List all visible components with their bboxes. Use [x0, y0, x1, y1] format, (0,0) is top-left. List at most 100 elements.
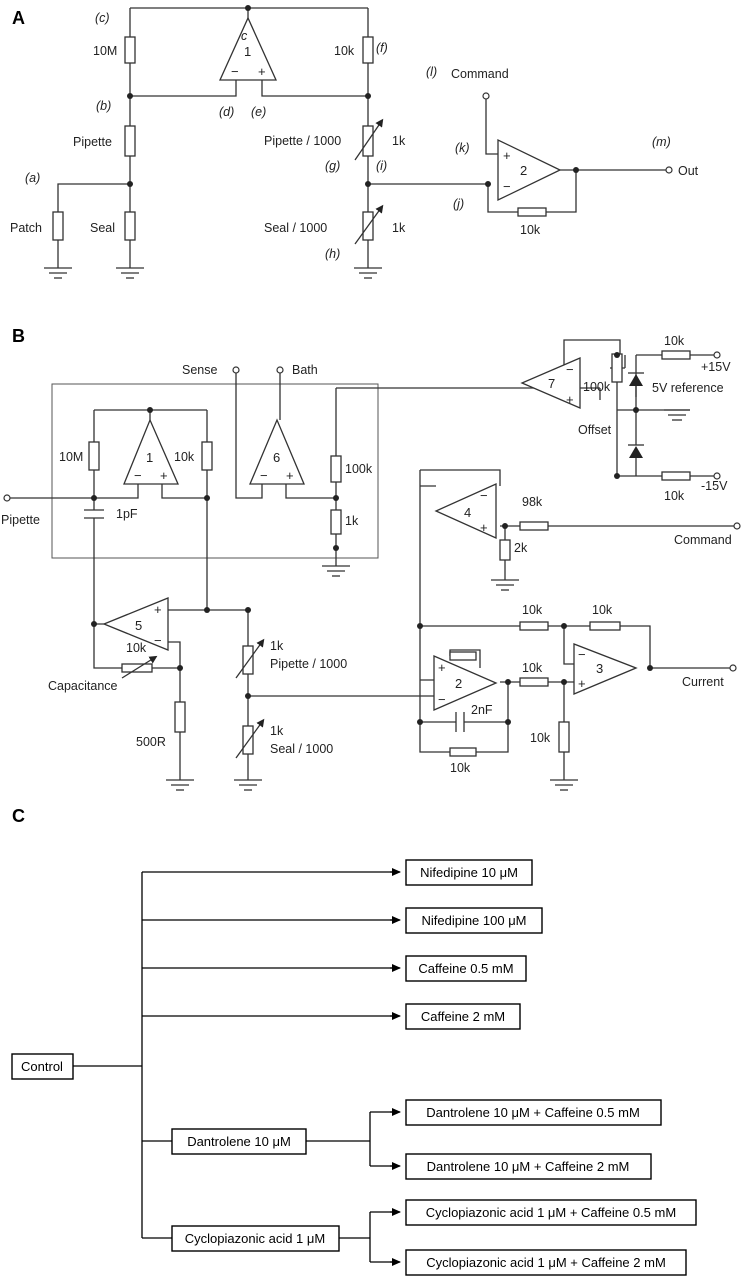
op-amp-b2 — [433, 655, 498, 711]
label-1k-b: 1k — [392, 221, 406, 235]
node-control-label: Control — [21, 1059, 63, 1074]
label-b-10k-e: 10k — [450, 761, 471, 775]
resistor-patch — [52, 211, 64, 241]
label-b-2k: 2k — [514, 541, 528, 555]
op-amp-a2-minus: − — [503, 179, 511, 194]
label-sense: Sense — [182, 363, 217, 377]
op-amp-a1 — [218, 16, 278, 81]
out-terminal-a — [665, 166, 673, 174]
node-caffeine-2-label: Caffeine 2 mM — [421, 1009, 505, 1024]
resistor-seal — [124, 211, 136, 241]
label-10k-top: 10k — [334, 44, 355, 58]
label-bath: Bath — [292, 363, 318, 377]
op-amp-b2-plus: + — [438, 660, 446, 675]
resistor-b-seal — [242, 725, 254, 755]
panel-c-letter: C — [12, 806, 25, 826]
node-dantrolene-caffeine-05 — [405, 1099, 662, 1126]
label-b-10m: 10M — [59, 450, 83, 464]
label-b-100k: 100k — [345, 462, 373, 476]
bath-terminal — [276, 366, 284, 374]
resistor-b-100k — [330, 455, 342, 483]
node-nifedipine-100 — [405, 907, 543, 934]
node-h: (h) — [325, 247, 340, 261]
node-m: (m) — [652, 135, 671, 149]
op-amp-b1-minus: − — [134, 468, 142, 483]
label-b-plus15v: +15V — [701, 360, 731, 374]
node-j: (j) — [453, 197, 464, 211]
op-amp-b7 — [520, 357, 581, 409]
resistor-pipette — [124, 125, 136, 157]
resistor-b-10m — [88, 441, 100, 471]
label-b-10k-a: 10k — [522, 603, 543, 617]
junctions-a — [127, 5, 579, 187]
resistor-b-10k-b — [589, 621, 621, 631]
node-dantrolene-label: Dantrolene 10 μM — [187, 1134, 291, 1149]
label-10m: 10M — [93, 44, 117, 58]
label-b-10k-bottom: 10k — [664, 489, 685, 503]
op-amp-b6-plus: + — [286, 468, 294, 483]
panel-b-wires — [10, 339, 734, 780]
op-amp-b5-minus: − — [154, 633, 162, 648]
resistor-b-pipette — [242, 645, 254, 675]
panel-a: A 1 − + 2 + − — [10, 5, 699, 279]
op-amp-b4-minus: − — [480, 488, 488, 503]
op-amp-a2-plus: + — [503, 148, 511, 163]
op-amp-b7-minus: − — [566, 362, 574, 377]
node-nifedipine-10 — [405, 859, 533, 886]
label-b-10k: 10k — [174, 450, 195, 464]
op-amp-b4-number: 4 — [464, 505, 471, 520]
node-dantrolene-caffeine-2 — [405, 1153, 652, 1180]
node-cyclopiazonic-label: Cyclopiazonic acid 1 μM — [185, 1231, 325, 1246]
label-pipette-1000: Pipette / 1000 — [264, 134, 341, 148]
panel-a-letter: A — [12, 8, 25, 28]
panel-b: B — [1, 326, 741, 791]
resistor-10k-feedback — [517, 207, 547, 217]
ground-symbols-b — [166, 409, 690, 791]
node-g: (g) — [325, 159, 340, 173]
tree-connectors — [73, 871, 398, 1263]
label-b-offset-pot: 100k — [583, 380, 611, 394]
label-b-pipette: Pipette — [1, 513, 40, 527]
label-b-2nf: 2nF — [471, 703, 493, 717]
command-terminal-a — [482, 92, 490, 100]
label-b-10k-b: 10k — [592, 603, 613, 617]
node-cyclopiazonic-caffeine-05-label: Cyclopiazonic acid 1 μM + Caffeine 0.5 m… — [426, 1205, 676, 1220]
node-cyclopiazonic-caffeine-2 — [405, 1249, 687, 1276]
resistor-b-10k-e — [449, 747, 477, 757]
resistor-b-500r — [174, 701, 186, 733]
node-dantrolene — [171, 1128, 307, 1155]
op-amp-b2-minus: − — [438, 692, 446, 707]
node-d: (d) — [219, 105, 234, 119]
variable-arrow-pipette — [354, 118, 384, 161]
op-amp-b3 — [573, 643, 638, 695]
variable-arrow-b-seal — [235, 718, 265, 759]
node-c: (c) — [95, 11, 110, 25]
op-amp-a2-number: 2 — [520, 163, 527, 178]
op-amp-b3-number: 3 — [596, 661, 603, 676]
label-b-minus15v: -15V — [701, 479, 728, 493]
trim-pot-amp2 — [449, 651, 477, 661]
ground-symbols-a — [44, 267, 382, 279]
op-amp-a1-minus: − — [231, 64, 239, 79]
node-e: (e) — [251, 105, 266, 119]
label-seal-1000: Seal / 1000 — [264, 221, 327, 235]
node-i: (i) — [376, 159, 387, 173]
resistor-b-10k-c — [519, 677, 549, 687]
label-b-pip-1k: 1k — [270, 639, 284, 653]
zener-diodes — [628, 372, 644, 476]
op-amp-a1-number: 1 — [244, 44, 251, 59]
op-amp-b3-minus: − — [578, 647, 586, 662]
op-amp-b5-number: 5 — [135, 618, 142, 633]
op-amp-b4-plus: + — [480, 520, 488, 535]
node-nifedipine-10-label: Nifedipine 10 μM — [420, 865, 518, 880]
node-cyclopiazonic — [171, 1225, 340, 1252]
node-f: (f) — [376, 41, 388, 55]
plus15v-terminal — [713, 351, 721, 359]
resistor-10m — [124, 36, 136, 64]
node-dantrolene-caffeine-05-label: Dantrolene 10 μM + Caffeine 0.5 mM — [426, 1105, 640, 1120]
label-b-offset: Offset — [578, 423, 612, 437]
command-terminal-b — [733, 522, 741, 530]
op-amp-b6-minus: − — [260, 468, 268, 483]
capacitor-2nf — [455, 712, 465, 732]
variable-arrow-seal — [354, 204, 384, 245]
